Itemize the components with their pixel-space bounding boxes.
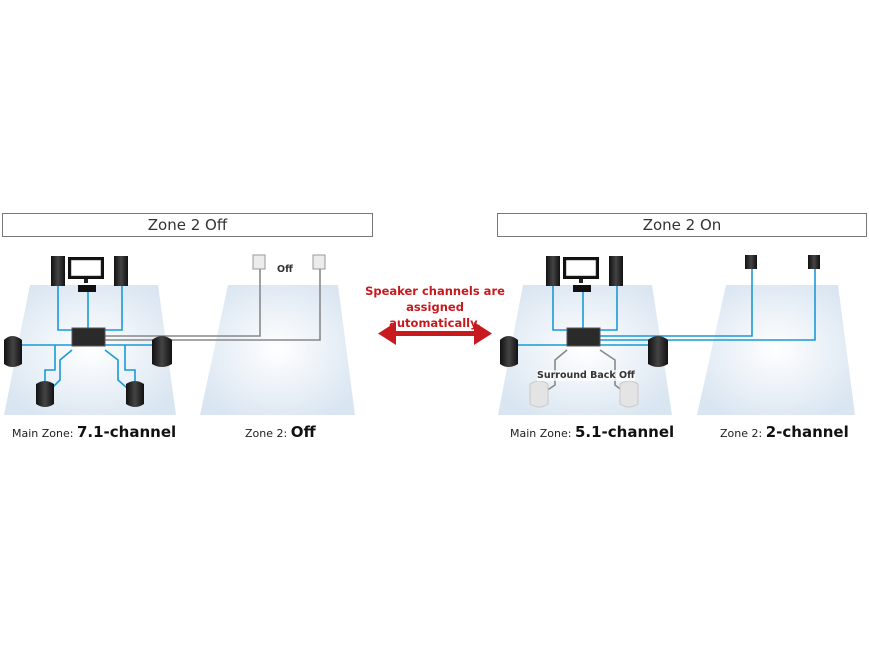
- main-zone-prefix-left: Main Zone:: [12, 427, 74, 440]
- zone2-prefix-left: Zone 2:: [245, 427, 288, 440]
- zone2-off-label: Off: [277, 264, 293, 275]
- av-receiver-right: [566, 327, 601, 347]
- surround-right-speaker-right: [648, 336, 668, 367]
- tv-right: [563, 257, 599, 283]
- zone2-left-speaker-left: [252, 254, 266, 270]
- zone2-off-header: Zone 2 Off: [2, 213, 373, 237]
- front-left-speaker-right: [546, 256, 560, 286]
- tv-left: [68, 257, 104, 283]
- front-right-speaker-left: [114, 256, 128, 286]
- center-message-line2: assigned automatically.: [389, 300, 481, 330]
- center-message: Speaker channels are assigned automatica…: [360, 283, 510, 331]
- surround-back-off-label: Surround Back Off: [537, 370, 635, 381]
- front-right-speaker-right: [609, 256, 623, 286]
- surround-left-speaker-right: [500, 336, 518, 367]
- zone2-left-speaker-right: [745, 255, 757, 269]
- surround-back-left-speaker-left: [36, 381, 54, 407]
- front-left-speaker-left: [51, 256, 65, 286]
- center-speaker-right: [573, 285, 591, 292]
- av-receiver-left: [71, 327, 106, 347]
- surround-back-right-speaker-right: [619, 380, 639, 408]
- zone2-floor-right: [697, 285, 855, 415]
- main-zone-value-right: 5.1-channel: [574, 423, 675, 441]
- zone2-right-speaker-right: [808, 255, 820, 269]
- zone2-value-left: Off: [290, 423, 316, 441]
- zone2-right-speaker-left: [312, 254, 326, 270]
- center-speaker-left: [78, 285, 96, 292]
- zone2-label-left: Zone 2: Off: [245, 423, 316, 441]
- surround-right-speaker-left: [152, 336, 172, 367]
- surround-back-right-speaker-left: [126, 381, 144, 407]
- zone2-value-right: 2-channel: [765, 423, 849, 441]
- surround-back-left-speaker-right: [529, 380, 549, 408]
- double-arrow-icon: [378, 322, 492, 345]
- main-zone-label-right: Main Zone: 5.1-channel: [510, 423, 674, 441]
- main-zone-label-left: Main Zone: 7.1-channel: [12, 423, 176, 441]
- center-message-line1: Speaker channels are: [365, 284, 505, 298]
- zone2-prefix-right: Zone 2:: [720, 427, 763, 440]
- surround-left-speaker-left: [4, 336, 22, 367]
- main-zone-floor-right: [498, 285, 672, 415]
- main-zone-value-left: 7.1-channel: [76, 423, 177, 441]
- zone2-on-header: Zone 2 On: [497, 213, 867, 237]
- main-zone-floor-left: [4, 285, 176, 415]
- zone2-floor-left: [200, 285, 355, 415]
- zone2-label-right: Zone 2: 2-channel: [720, 423, 849, 441]
- main-zone-prefix-right: Main Zone:: [510, 427, 572, 440]
